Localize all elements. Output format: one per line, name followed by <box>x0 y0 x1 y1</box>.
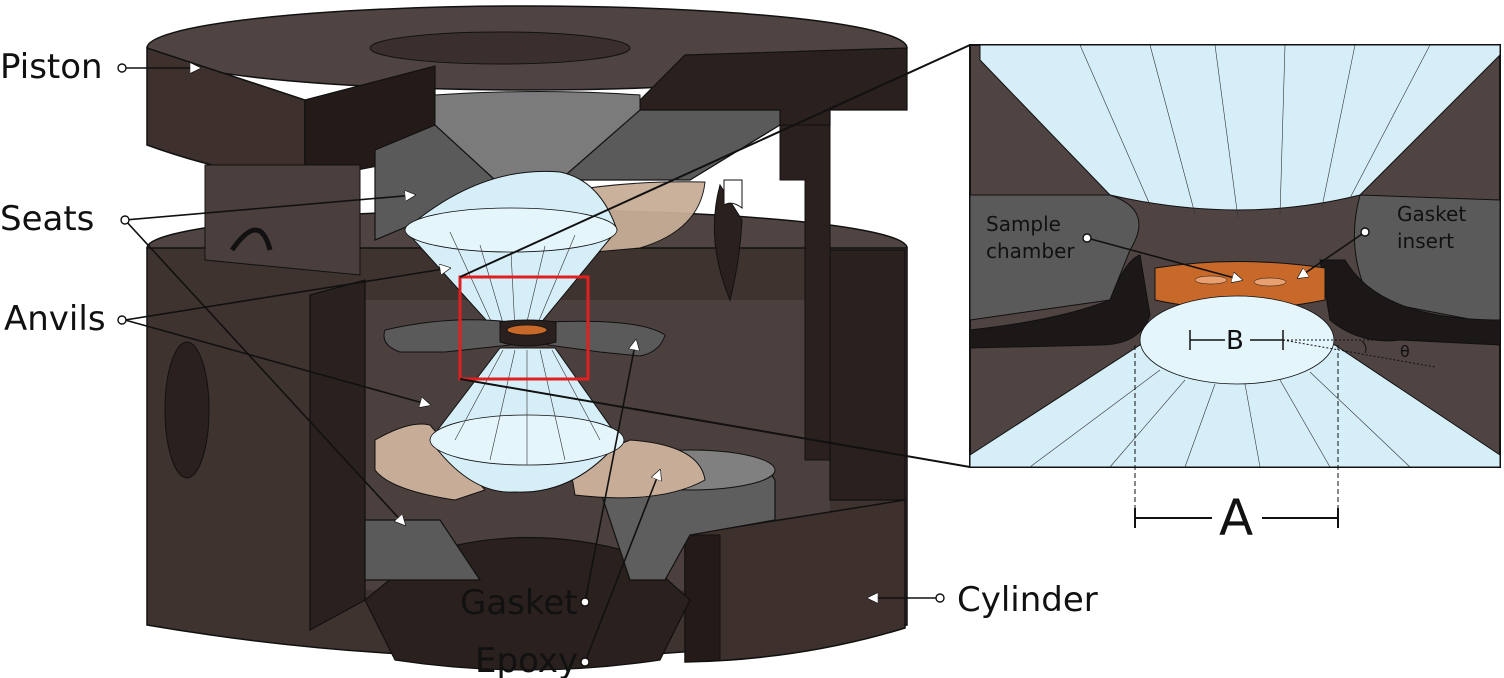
label-cylinder: Cylinder <box>957 580 1098 620</box>
theta-angle <box>1282 339 1436 368</box>
label-sample-chamber-line2: chamber <box>986 239 1075 263</box>
label-dim-b: B <box>1226 326 1244 356</box>
label-seats: Seats <box>0 199 94 239</box>
lower-anvil <box>429 347 625 493</box>
label-anvils: Anvils <box>4 299 106 339</box>
upper-anvil <box>404 170 618 331</box>
leader-lines <box>124 68 1366 663</box>
label-gasket-insert-line2: insert <box>1397 229 1454 253</box>
label-gasket: Gasket <box>460 583 578 623</box>
label-theta: θ <box>1400 342 1410 361</box>
zoom-inset <box>969 44 1501 468</box>
label-epoxy: Epoxy <box>475 641 578 678</box>
leader-dots <box>117 63 1370 667</box>
piston-body <box>146 5 908 461</box>
dimension-a <box>1134 345 1339 528</box>
upper-seat <box>374 91 781 241</box>
label-sample-chamber-line1: Sample <box>986 212 1061 236</box>
label-dim-a: A <box>1219 489 1253 547</box>
label-piston: Piston <box>0 47 103 87</box>
zoom-highlight-box <box>458 275 590 381</box>
zoom-connector-lines <box>459 44 971 468</box>
label-gasket-insert-line1: Gasket <box>1397 202 1466 226</box>
